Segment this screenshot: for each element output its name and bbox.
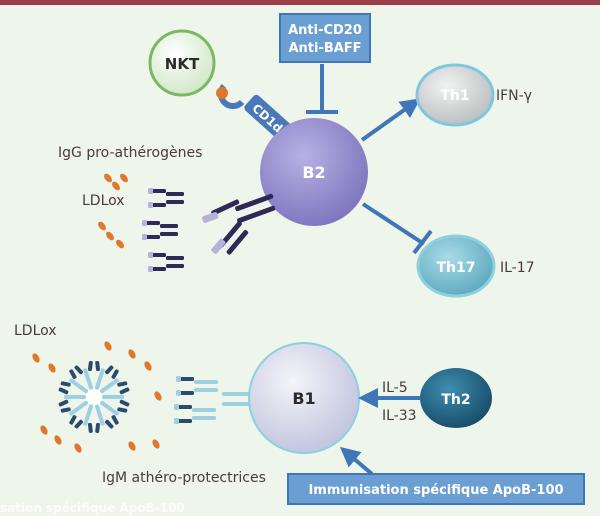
ldlox-bottom-label: LDLox: [14, 323, 57, 339]
arrow-immunisation-to-b1: [339, 446, 374, 476]
b1-label: B1: [292, 389, 315, 408]
ifn-gamma-label: IFN-γ: [496, 88, 532, 104]
lipid-antigen-dot: [216, 87, 228, 99]
igm-antibody-1: [176, 376, 218, 396]
il33-label: IL-33: [382, 408, 417, 424]
top-border-bar: [0, 0, 600, 5]
immunisation-label: Immunisation spécifique ApoB-100: [308, 483, 563, 498]
igm-athero-protectrices-label: IgM athéro-protectrices: [102, 470, 266, 486]
ldlox-particles-top: [98, 173, 128, 249]
igg-pro-atherogenes-label: IgG pro-athérogènes: [58, 145, 202, 161]
th2-cell: [420, 368, 492, 428]
anti-baff-label: Anti-BAFF: [288, 41, 361, 56]
inhibit-bar-b2-to-th17: [412, 229, 433, 255]
immunisation-box: [287, 473, 585, 505]
th1-label: Th1: [440, 88, 469, 104]
ldlox-top-label: LDLox: [82, 193, 125, 209]
b2-surface-igg: [202, 193, 276, 255]
anti-cd20-baff-box: [279, 13, 371, 63]
nkt-label: NKT: [165, 55, 200, 73]
th2-label: Th2: [441, 392, 470, 408]
igg-antibody-2: [142, 220, 178, 240]
inhibit-line-b2-to-th17: [361, 202, 426, 246]
footer-caption: sation spécifique ApoB-100: [0, 501, 185, 515]
igg-antibody-1: [148, 188, 184, 208]
igm-pentamer: [58, 359, 130, 435]
th1-cell: [415, 63, 495, 127]
b2-cell: [260, 118, 368, 226]
il5-label: IL-5: [382, 380, 408, 396]
il17-label: IL-17: [500, 260, 535, 276]
igm-antibody-2: [174, 404, 216, 424]
arrow-b2-to-th1: [360, 98, 421, 142]
th17-label: Th17: [437, 260, 476, 276]
ldlox-particles-bottom: [32, 341, 162, 453]
b2-label: B2: [302, 163, 325, 182]
nkt-cell: [148, 29, 216, 97]
igg-antibody-3: [148, 252, 184, 272]
th17-cell: [416, 234, 496, 298]
anti-cd20-label: Anti-CD20: [288, 23, 362, 38]
